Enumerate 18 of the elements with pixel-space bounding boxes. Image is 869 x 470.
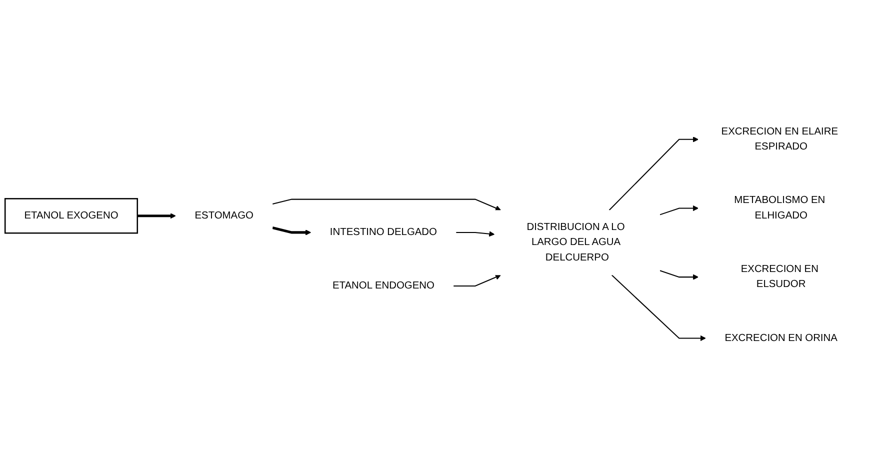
node-text: EXCRECION EN ELAIRE ESPIRADO <box>721 126 838 152</box>
node-box: ETANOL EXOGENO <box>4 198 138 234</box>
node-text: METABOLISMO EN ELHIGADO <box>734 194 826 221</box>
node-text: EXCRECION EN ELSUDOR <box>740 264 818 290</box>
arrow <box>137 213 176 219</box>
arrow <box>456 231 495 237</box>
arrow <box>660 270 698 280</box>
arrow <box>608 136 698 210</box>
node-text: ETANOL ENDOGENO <box>332 280 434 292</box>
node-text: DISTRIBUCION A LO LARGO DEL AGUA DELCUERPO <box>526 222 625 264</box>
arrow <box>611 274 706 342</box>
arrow <box>660 205 698 216</box>
node-text: ESTOMAGO <box>194 210 254 221</box>
node-text: INTESTINO DELGADO <box>330 226 437 238</box>
arrow <box>272 198 501 211</box>
node-text: EXCRECION EN ORINA <box>724 332 838 344</box>
arrow <box>272 226 312 236</box>
arrow <box>454 274 501 286</box>
